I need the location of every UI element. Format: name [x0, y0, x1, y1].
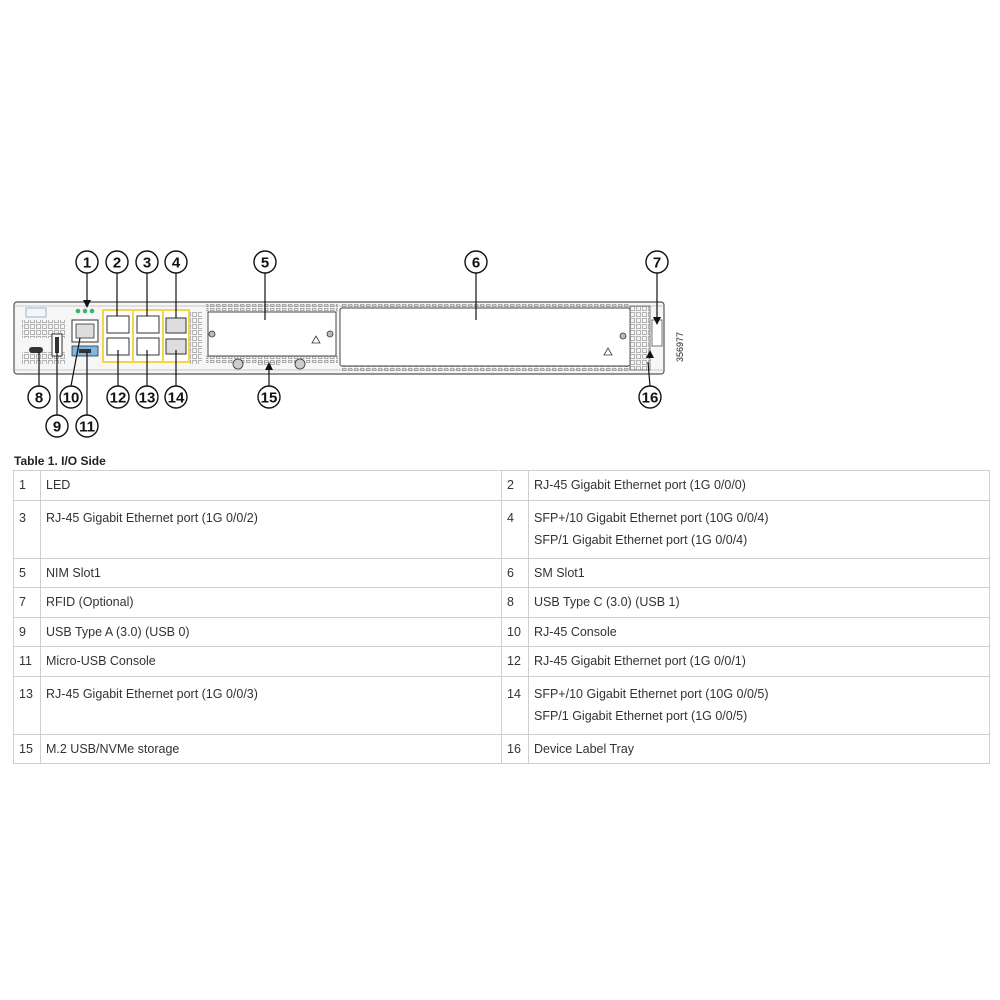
callout-3: 3	[135, 250, 159, 274]
item-number: 4	[501, 499, 529, 559]
item-number: 16	[501, 733, 529, 764]
callout-11: 11	[75, 414, 99, 438]
m2-screw-left	[232, 358, 244, 370]
callout-9: 9	[45, 414, 69, 438]
svg-text:16: 16	[642, 390, 659, 407]
table-row: 11 Micro-USB Console 12 RJ-45 Gigabit Et…	[13, 646, 990, 677]
callout-8: 8	[27, 385, 51, 409]
item-number: 5	[13, 557, 41, 588]
svg-text:13: 13	[139, 390, 156, 407]
svg-text:4: 4	[172, 255, 181, 272]
led-1	[75, 308, 81, 314]
cisco-logo	[25, 307, 47, 318]
io-side-figure: 356977 1 2 3 4 5 6 7 8 9 10 11	[0, 240, 1000, 445]
callout-10: 10	[59, 385, 83, 409]
router-front-panel-diagram: 356977 1 2 3 4 5 6 7 8 9 10 11	[13, 250, 685, 438]
svg-text:11: 11	[79, 419, 95, 436]
item-description: Micro-USB Console	[40, 646, 502, 677]
item-description: USB Type C (3.0) (USB 1)	[528, 587, 990, 618]
sm-screw-right	[619, 332, 627, 340]
callout-group: 1 2 3 4 5 6 7 8 9 10 11 12 13 14 15 16	[27, 250, 669, 438]
callout-15: 15	[257, 385, 281, 409]
item-number: 8	[501, 587, 529, 618]
item-number: 7	[13, 587, 41, 618]
item-description: SFP+/10 Gigabit Ethernet port (10G 0/0/5…	[528, 675, 990, 735]
item-description: NIM Slot1	[40, 557, 502, 588]
table-title: Table 1. I/O Side	[14, 454, 106, 468]
table-row: 3 RJ-45 Gigabit Ethernet port (1G 0/0/2)…	[13, 499, 990, 559]
io-side-table: 1 LED 2 RJ-45 Gigabit Ethernet port (1G …	[13, 470, 990, 764]
callout-2: 2	[105, 250, 129, 274]
m2-screw-right	[294, 358, 306, 370]
device-label-tray	[629, 305, 651, 371]
callout-7: 7	[645, 250, 669, 274]
item-description: RFID (Optional)	[40, 587, 502, 618]
item-number: 1	[13, 470, 41, 501]
svg-text:5: 5	[261, 255, 269, 272]
item-number: 15	[13, 733, 41, 764]
callout-14: 14	[164, 385, 188, 409]
item-number: 9	[13, 616, 41, 647]
item-number: 10	[501, 616, 529, 647]
item-description: RJ-45 Gigabit Ethernet port (1G 0/0/0)	[528, 470, 990, 501]
table-row: 9 USB Type A (3.0) (USB 0) 10 RJ-45 Cons…	[13, 616, 990, 647]
item-number: 2	[501, 470, 529, 501]
svg-text:12: 12	[110, 390, 127, 407]
item-number: 6	[501, 557, 529, 588]
item-description: LED	[40, 470, 502, 501]
callout-4: 4	[164, 250, 188, 274]
item-number: 14	[501, 675, 529, 735]
svg-text:14: 14	[168, 390, 185, 407]
item-description: RJ-45 Gigabit Ethernet port (1G 0/0/3)	[40, 675, 502, 735]
table-row: 5 NIM Slot1 6 SM Slot1	[13, 557, 990, 588]
item-description: SM Slot1	[528, 557, 990, 588]
nim-screw-left	[208, 330, 216, 338]
nim-slot	[207, 311, 337, 357]
item-number: 11	[13, 646, 41, 677]
table-row: 1 LED 2 RJ-45 Gigabit Ethernet port (1G …	[13, 470, 990, 501]
nim-screw-right	[326, 330, 334, 338]
leader-arrowheads	[83, 300, 661, 370]
figure-id: 356977	[675, 332, 685, 362]
item-description: RJ-45 Gigabit Ethernet port (1G 0/0/1)	[528, 646, 990, 677]
table-row: 7 RFID (Optional) 8 USB Type C (3.0) (US…	[13, 587, 990, 618]
item-description: M.2 USB/NVMe storage	[40, 733, 502, 764]
svg-text:3: 3	[143, 255, 151, 272]
item-description: RJ-45 Gigabit Ethernet port (1G 0/0/2)	[40, 499, 502, 559]
usb-type-c-port	[29, 347, 43, 353]
sm-slot	[339, 307, 631, 367]
callout-6: 6	[464, 250, 488, 274]
item-number: 12	[501, 646, 529, 677]
svg-text:9: 9	[53, 419, 61, 436]
led-3	[89, 308, 95, 314]
callout-12: 12	[106, 385, 130, 409]
svg-text:10: 10	[63, 390, 80, 407]
callout-13: 13	[135, 385, 159, 409]
svg-text:2: 2	[113, 255, 121, 272]
svg-text:6: 6	[472, 255, 480, 272]
item-description: SFP+/10 Gigabit Ethernet port (10G 0/0/4…	[528, 499, 990, 559]
callout-1: 1	[75, 250, 99, 274]
item-description: Device Label Tray	[528, 733, 990, 764]
item-number: 3	[13, 499, 41, 559]
svg-text:8: 8	[35, 390, 43, 407]
table-row: 13 RJ-45 Gigabit Ethernet port (1G 0/0/3…	[13, 675, 990, 735]
item-number: 13	[13, 675, 41, 735]
svg-text:15: 15	[261, 390, 278, 407]
item-description: USB Type A (3.0) (USB 0)	[40, 616, 502, 647]
callout-5: 5	[253, 250, 277, 274]
item-description: RJ-45 Console	[528, 616, 990, 647]
led-2	[82, 308, 88, 314]
callout-16: 16	[638, 385, 662, 409]
svg-text:7: 7	[653, 255, 661, 272]
svg-text:1: 1	[83, 255, 91, 272]
table-row: 15 M.2 USB/NVMe storage 16 Device Label …	[13, 733, 990, 764]
